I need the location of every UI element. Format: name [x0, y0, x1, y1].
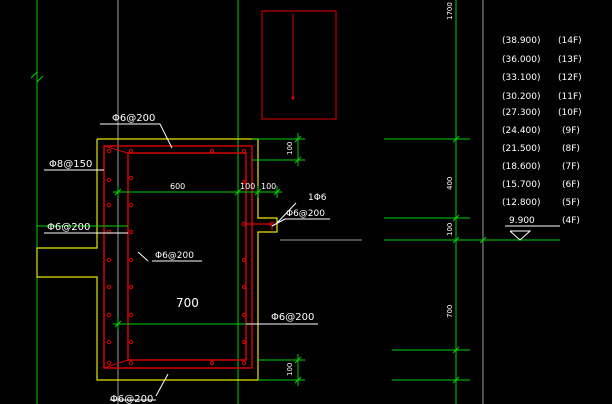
level-elev: (30.200)	[502, 92, 541, 102]
level-floor: (13F)	[558, 55, 582, 65]
right-elevation-lines	[384, 135, 487, 384]
level-floor: (10F)	[558, 108, 582, 118]
dim-label-700: 700	[176, 296, 199, 310]
label-right-mid: Φ6@200	[271, 312, 314, 323]
opening-red-box	[261, 10, 337, 120]
opening-center-dot	[291, 96, 295, 100]
level-floor: (6F)	[562, 180, 580, 190]
label-inner-mid: Φ6@200	[155, 251, 194, 261]
level-floor: (8F)	[562, 144, 580, 154]
dim-label-700-right: 700	[446, 305, 454, 318]
dim-label-100-bottom: 100	[286, 363, 294, 376]
dim-label-100-right: 100	[446, 223, 454, 236]
level-elev: (18.600)	[502, 162, 541, 172]
dim-label-1700: 1700	[446, 2, 454, 20]
dim-label-100-a: 100	[240, 182, 255, 191]
level-elev: (24.400)	[502, 126, 541, 136]
dim-label-400: 400	[446, 177, 454, 190]
dim-label-100-top: 100	[286, 142, 294, 155]
outer-rebar-cage	[103, 145, 253, 369]
label-left-stirrup: Φ8@150	[49, 159, 92, 170]
label-hook-bar: 1Φ6	[308, 193, 327, 203]
inner-rebar-cage	[127, 152, 247, 361]
level-floor: (4F)	[562, 216, 580, 226]
level-elev: (33.100)	[502, 73, 541, 83]
level-elev: 9.900	[509, 216, 535, 226]
leader-lines	[44, 123, 330, 401]
dimension-lines	[37, 133, 305, 386]
level-floor: (9F)	[562, 126, 580, 136]
level-table: (38.900) (14F) (36.000) (13F) (33.100) (…	[502, 36, 582, 226]
hook-bar	[244, 223, 273, 230]
left-stirrup-link-bottom	[103, 359, 129, 369]
label-left-mid: Φ6@200	[47, 222, 90, 233]
level-elev: (38.900)	[502, 36, 541, 46]
level-triangle-icon	[509, 230, 532, 241]
level-elev: (15.700)	[502, 180, 541, 190]
level-floor: (14F)	[558, 36, 582, 46]
dim-label-600: 600	[170, 182, 185, 191]
label-bottom-rebar: Φ6@200	[110, 394, 153, 404]
level-elev: (12.800)	[502, 198, 541, 208]
level-floor: (7F)	[562, 162, 580, 172]
dim-label-100-b: 100	[261, 182, 276, 191]
level-elev: (21.500)	[502, 144, 541, 154]
left-stirrup-link	[103, 145, 129, 154]
rebar-dots	[106, 148, 247, 366]
level-floor: (11F)	[558, 92, 582, 102]
level-floor: (12F)	[558, 73, 582, 83]
label-right-hook: Φ6@200	[286, 209, 325, 219]
level-floor: (5F)	[562, 198, 580, 208]
axis-break-mark	[30, 70, 44, 84]
level-elev: (36.000)	[502, 55, 541, 65]
label-top-rebar: Φ6@200	[112, 113, 155, 124]
level-elev: (27.300)	[502, 108, 541, 118]
